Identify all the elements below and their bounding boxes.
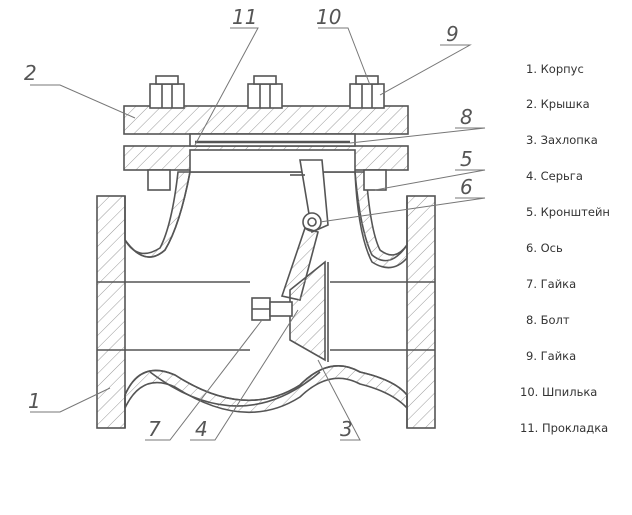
check-valve-drawing: 1 2 3 4 5 6 7 8 9 10 11 (24, 5, 486, 441)
callout-1: 1 (28, 389, 41, 413)
legend-item-8: 8. Болт (526, 313, 570, 327)
legend-item-1: 1. Корпус (526, 62, 584, 76)
callout-7: 7 (148, 417, 161, 441)
legend-item-9: 9. Гайка (526, 349, 577, 363)
valve-cover (123, 105, 409, 173)
legend-item-4: 4. Серьга (526, 169, 583, 183)
legend-item-7: 7. Гайка (526, 277, 577, 291)
callout-8: 8 (460, 105, 473, 129)
callout-10: 10 (316, 5, 341, 29)
legend-item-10: 10. Шпилька (520, 385, 598, 399)
disc-and-hinge (251, 159, 329, 362)
stud-bolts (147, 75, 387, 191)
callout-6: 6 (460, 175, 473, 199)
valve-body (96, 171, 436, 429)
callout-labels: 1 2 3 4 5 6 7 8 9 10 11 (24, 5, 473, 441)
legend-item-3: 3. Захлопка (526, 133, 598, 147)
callout-3: 3 (340, 417, 353, 441)
callout-11: 11 (232, 5, 257, 29)
callout-4: 4 (195, 417, 208, 441)
callout-2: 2 (24, 61, 37, 85)
callout-5: 5 (460, 147, 473, 171)
legend-item-2: 2. Крышка (526, 97, 590, 111)
leader-lines (30, 27, 486, 441)
callout-9: 9 (446, 22, 459, 46)
legend-item-11: 11. Прокладка (520, 421, 609, 435)
legend-item-5: 5. Кронштейн (526, 205, 610, 219)
legend-item-6: 6. Ось (526, 241, 563, 255)
